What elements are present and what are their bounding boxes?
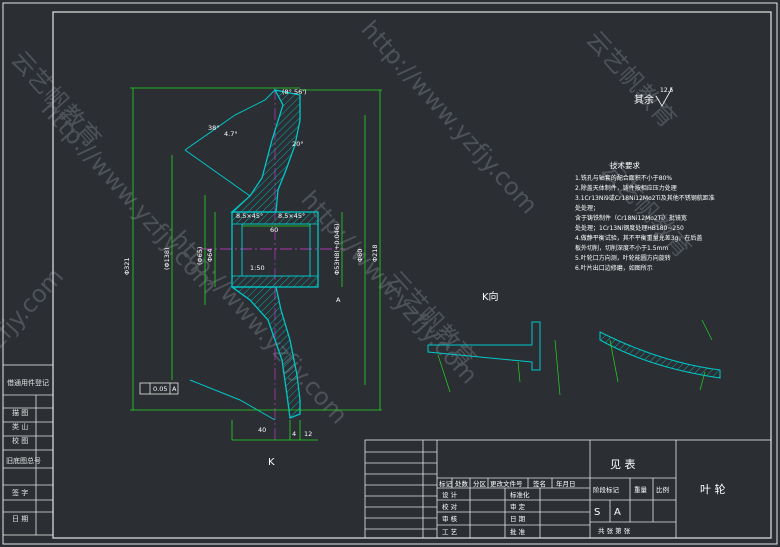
left-block-row: 描 图 [12,408,28,417]
dim-ang-b: 4.7° [224,130,238,138]
roughness-symbol: 其余 12.5 [634,87,674,107]
dim-chamfer1: 8.5×45° [236,212,263,220]
approval-label: 审 定 [510,502,526,511]
hub-hatch-top [231,211,319,225]
dim-taper: 1:50 [250,264,265,272]
tolerance-value: 0.05 [153,385,167,393]
approval-label: 标准化 [510,490,530,499]
left-block-title: 借通用件登记 [7,378,49,387]
left-block-row: 日 期 [12,515,28,523]
stage-label: 比例 [656,485,669,494]
dim-ang-a: 38° [208,124,220,132]
datum-a: A [336,296,341,304]
left-block-row: 类 山 [12,422,28,431]
dim-l40: 40 [258,426,266,434]
dim-ang-c: 20° [292,140,304,148]
notes-title: 技术要求 [610,160,640,170]
left-block-row: 旧底图总号 [6,456,41,465]
note-line: 4.做静平衡试验，其不平衡重量允差3g，在后盖 [575,234,702,242]
note-line: 3.1Cr13Ni9或Cr18Ni12Mo2Ti及其他不锈钢航距准 [575,194,715,202]
change-header: 分区 [473,479,487,488]
signoff-label: 校 对 [442,502,458,511]
stage-label: 阶段标记 [593,485,620,494]
change-header: 更改文件号 [490,479,523,488]
part-name: 叶 轮 [700,482,726,496]
approval-label: 日 期 [510,515,526,523]
note-line: 2.除盖天体制件，铸件按相应压力处理 [575,184,677,192]
k-view-profile [599,331,721,379]
dim-d218: Φ218 [371,244,379,262]
dim-d80: Φ80 [356,249,364,262]
note-line: 5.叶轮口方向测，叶轮能圆方向旋转 [575,254,671,262]
sheet-count: 共 张 第 张 [598,526,631,535]
blade-outline [184,89,276,151]
left-block-row: 签 字 [12,488,28,497]
left-registration-block [2,364,54,536]
dim-l4: 4 [292,430,296,438]
tolerance-datum: A [172,385,177,393]
tolerance-frame: 0.05 A [139,382,179,395]
technical-notes: 技术要求 1.铣孔与轴套的配合面积不小于80% 2.除盖天体制件，铸件按相应压力… [575,160,715,272]
dim-d53: Φ53H8(+0.046) [333,223,341,275]
k-view-blade [427,321,541,371]
stage-label: 重量 [634,486,648,494]
stage-mark: S [594,507,600,518]
k-view-title: K向 [482,290,499,303]
title-block [364,439,772,539]
note-line: 含于铸铁制件（Cr18Ni12Mo2Ti）批镜宽 [575,214,687,222]
note-line: 1.铣孔与轴套的配合面积不小于80% [575,174,672,182]
approval-label: 批 准 [510,527,526,536]
lower-shroud-section [229,286,301,419]
roughness-label: 其余 [634,93,654,106]
dim-ang-top: (8° 56') [282,88,307,96]
impeller-section-view: Φ321 (Φ138) (Φ65) Φ64 Φ53H8(+0.046) Φ80 … [123,87,382,468]
dim-d138: (Φ138) [163,247,171,270]
dim-d65: (Φ65) [196,247,204,265]
dim-d64: Φ64 [206,249,214,262]
signoff-label: 设 计 [442,490,458,499]
change-header: 处数 [455,479,469,488]
stage-mark: A [614,507,621,518]
k-view: K向 [427,290,721,396]
blade-outline [184,149,251,197]
signoff-label: 工 艺 [442,528,458,536]
change-header: 签名 [533,479,546,488]
dim-chamfer2: 8.5×45° [278,212,305,220]
note-line: 处处理； [575,204,599,212]
hub-hatch-bottom [231,275,319,288]
view-k-label: K [268,457,275,468]
roughness-value: 12.5 [660,87,674,94]
dim-l12: 12 [304,430,312,438]
left-block-row: 校 图 [12,436,28,445]
dim-l60: 60 [270,226,278,234]
blade-outline [189,379,276,421]
note-line: 处处理；1Cr13Ni钢度处理HB180~250 [575,224,684,232]
dim-d321: Φ321 [123,257,131,275]
change-header: 标记 [439,479,453,488]
note-line: 6.叶片出口边修磨，如图所示 [575,264,653,272]
note-line: 板外切削，切削深度不小于1.5mm [575,244,668,252]
change-header: 年月日 [556,479,576,488]
signoff-label: 审 核 [442,514,458,523]
see-table-label: 见 表 [610,457,636,471]
